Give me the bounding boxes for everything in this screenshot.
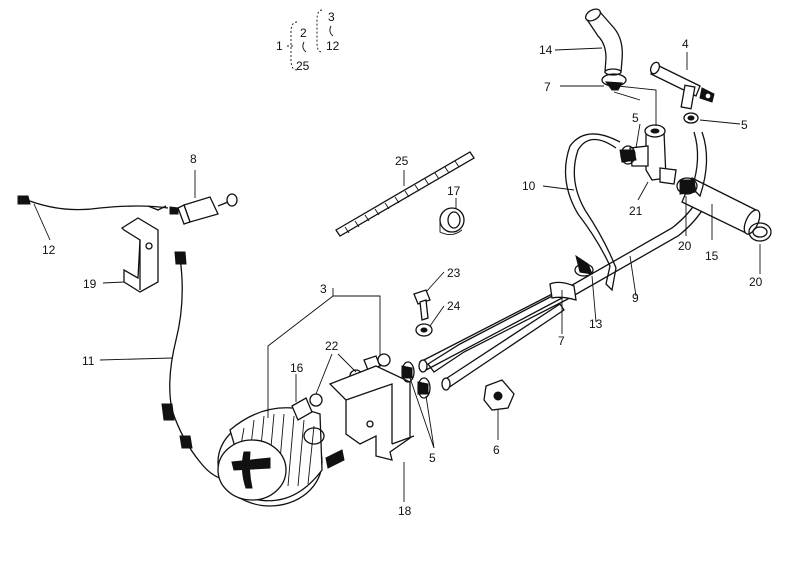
callout-24: 24 <box>447 299 461 313</box>
callout-4: 4 <box>682 37 689 51</box>
callout-7-top: 7 <box>544 80 551 94</box>
threaded-rod-part <box>335 151 475 237</box>
callout-23: 23 <box>447 266 461 280</box>
callout-20-right: 20 <box>749 275 763 289</box>
switch-part <box>169 193 238 225</box>
hose-10 <box>564 133 621 292</box>
callout-21: 21 <box>629 204 643 218</box>
legend-left-2: 25 <box>296 59 310 73</box>
callout-10: 10 <box>522 179 536 193</box>
long-tube <box>418 289 565 391</box>
hose-clamp-tee <box>619 145 637 165</box>
hose-clamp-top <box>601 73 627 91</box>
callout-17: 17 <box>447 184 461 198</box>
hose-clamp-20-a <box>676 177 698 195</box>
callout-14: 14 <box>539 43 553 57</box>
legend-left-1: 2 <box>300 26 307 40</box>
callout-11: 11 <box>82 354 95 368</box>
callout-6: 6 <box>493 443 500 457</box>
tee-fitting-part <box>629 124 677 185</box>
callout-5-tee: 5 <box>632 111 639 125</box>
hose-15 <box>681 131 761 235</box>
hose-clamps-5-lower <box>401 361 431 399</box>
callout-18: 18 <box>398 504 412 518</box>
legend-right-2: 12 <box>326 39 340 53</box>
callout-19: 19 <box>83 277 97 291</box>
legend-root: 1 <box>276 39 283 53</box>
callout-8: 8 <box>190 152 197 166</box>
bracket-19 <box>120 217 159 293</box>
hose-clamp-13 <box>549 254 594 301</box>
hose-clamp-20-b <box>748 222 772 242</box>
legend-brace-right <box>329 25 334 37</box>
leader-lines <box>33 47 761 502</box>
callout-9: 9 <box>632 291 639 305</box>
valve-part <box>649 61 715 110</box>
legend-brace-mid <box>302 41 307 53</box>
bracket-18 <box>328 365 415 461</box>
wire-12 <box>17 195 169 211</box>
callout-20-left: 20 <box>678 239 692 253</box>
group-legend: 1 2 25 3 12 <box>276 9 340 73</box>
callout-13: 13 <box>589 317 603 331</box>
elbow-hose-part <box>584 8 623 76</box>
callout-25: 25 <box>395 154 409 168</box>
washer-24 <box>415 323 433 337</box>
callout-5-bottom: 5 <box>429 451 436 465</box>
heater-assembly-part <box>217 407 345 507</box>
callout-16: 16 <box>290 361 304 375</box>
clip-6 <box>483 379 515 411</box>
legend-right-1: 3 <box>328 10 335 24</box>
callout-3: 3 <box>320 282 327 296</box>
callouts: 14 4 7 5 5 8 25 10 21 17 20 15 20 12 19 … <box>42 37 763 518</box>
callout-12: 12 <box>42 243 56 257</box>
callout-7-bottom: 7 <box>558 334 565 348</box>
cable-11 <box>161 251 231 481</box>
spacer-16 <box>291 393 323 421</box>
callout-22: 22 <box>325 339 339 353</box>
bolt-23 <box>413 289 431 321</box>
hose-clamp-valve <box>683 112 699 124</box>
callout-15: 15 <box>705 249 719 263</box>
callout-5-right: 5 <box>741 118 748 132</box>
grommet-part <box>439 207 465 235</box>
legend-bracket-right <box>316 9 323 53</box>
